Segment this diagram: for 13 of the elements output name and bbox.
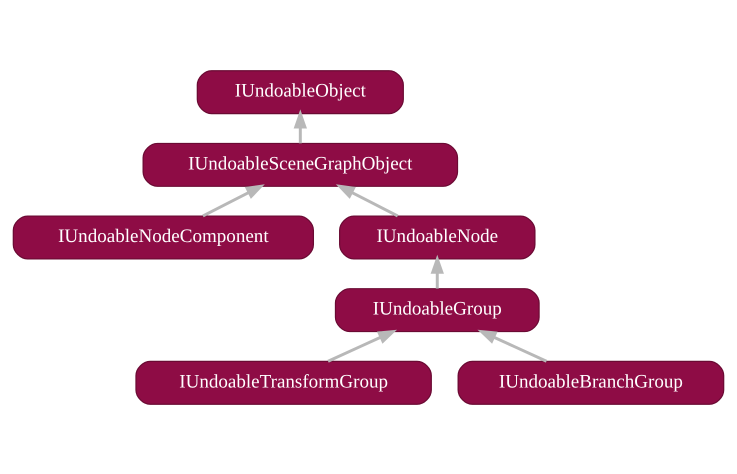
arrow [336, 184, 398, 217]
node-box: IUndoableObject [196, 70, 404, 114]
node-box: IUndoableNodeComponent [12, 214, 314, 260]
node-box: IUndoableTransformGroup [135, 360, 432, 404]
node-box: IUndoableGroup [334, 288, 540, 332]
node-box: IUndoableBranchGroup [458, 360, 724, 404]
node-box: IUndoableNode [339, 214, 536, 260]
arrow [202, 184, 265, 217]
node-box: IUndoableSceneGraphObject [142, 142, 458, 186]
arrow [430, 254, 444, 288]
arrow [478, 329, 548, 362]
arrow [327, 329, 398, 362]
arrow [294, 108, 307, 143]
